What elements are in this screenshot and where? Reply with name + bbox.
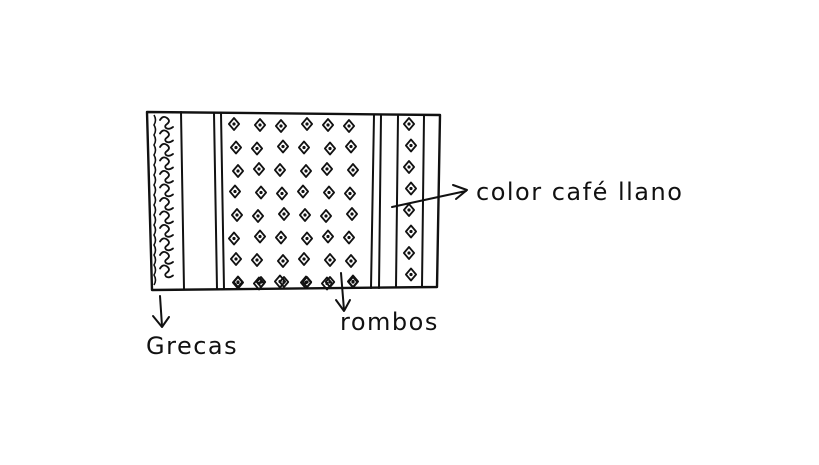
right-rombo-mark-dot: [409, 273, 412, 276]
rombo-mark-dot: [302, 257, 305, 260]
rombo-mark-dot: [347, 236, 350, 239]
rombo-mark-dot: [280, 192, 283, 195]
rombo-mark-dot: [328, 147, 331, 150]
rombo-mark-dot: [282, 280, 285, 283]
right-border-line-outer: [422, 116, 424, 287]
rombo-mark-dot: [325, 167, 328, 170]
rombo-mark-dot: [351, 280, 354, 283]
greca-mark: [160, 117, 173, 129]
rombo-mark-dot: [327, 191, 330, 194]
rombo-mark-dot: [255, 147, 258, 150]
greca-mark: [160, 130, 173, 142]
left-edge-wave: [154, 115, 156, 285]
left-border-line: [181, 112, 184, 289]
greca-mark: [160, 265, 173, 277]
rombo-mark-dot: [281, 259, 284, 262]
greca-mark: [160, 225, 173, 237]
rombos-label: rombos: [340, 308, 439, 336]
right-rombo-mark-dot: [407, 251, 410, 254]
rombo-mark-dot: [328, 258, 331, 261]
greca-mark: [160, 144, 173, 156]
rombo-mark-dot: [348, 192, 351, 195]
greca-mark: [160, 198, 173, 210]
rombo-mark-dot: [258, 123, 261, 126]
rombo-mark-dot: [258, 235, 261, 238]
right-rombo-mark-dot: [409, 230, 412, 233]
grecas-arrow: [153, 296, 169, 327]
rombo-mark-dot: [350, 212, 353, 215]
right-band-line: [379, 115, 381, 288]
greca-mark: [160, 157, 173, 169]
right-rombo-mark-dot: [407, 208, 410, 211]
rombo-mark-dot: [326, 235, 329, 238]
rombo-mark-dot: [233, 190, 236, 193]
rombo-mark-dot: [324, 214, 327, 217]
rombo-mark-dot: [256, 214, 259, 217]
rombo-mark-dot: [302, 146, 305, 149]
rombo-mark-dot: [234, 146, 237, 149]
rombo-mark-dot: [236, 280, 239, 283]
rombo-mark-dot: [347, 124, 350, 127]
rombo-mark-dot: [279, 236, 282, 239]
right-rombo-mark-dot: [407, 165, 410, 168]
rombo-mark-dot: [349, 145, 352, 148]
rombo-mark-dot: [232, 122, 235, 125]
rombo-mark-dot: [259, 191, 262, 194]
rombo-mark-dot: [232, 237, 235, 240]
rombo-mark-dot: [235, 213, 238, 216]
greca-mark: [160, 171, 173, 183]
greca-mark: [160, 184, 173, 196]
rombo-mark-dot: [282, 212, 285, 215]
rombo-mark-dot: [301, 190, 304, 193]
right-border-rombos: [404, 118, 416, 281]
greca-mark: [160, 211, 173, 223]
rombo-mark-dot: [259, 280, 262, 283]
rombo-mark-dot: [304, 169, 307, 172]
rombo-mark-dot: [305, 237, 308, 240]
rombo-mark-dot: [305, 280, 308, 283]
right-border-line: [396, 116, 398, 287]
grecas-label: Grecas: [146, 332, 238, 360]
greca-mark: [160, 252, 173, 264]
rombo-mark-dot: [303, 213, 306, 216]
rombo-mark-dot: [349, 259, 352, 262]
rombo-mark-dot: [326, 123, 329, 126]
right-rombo-mark-dot: [407, 122, 410, 125]
left-band-line-inner: [221, 113, 224, 289]
rombo-mark-dot: [281, 145, 284, 148]
right-rombo-mark-dot: [409, 144, 412, 147]
rombo-mark-dot: [279, 124, 282, 127]
rombo-mark-dot: [236, 169, 239, 172]
rombo-mark-dot: [278, 168, 281, 171]
color-cafe-label: color café llano: [476, 178, 683, 206]
rombo-mark-dot: [234, 257, 237, 260]
rombo-mark-dot: [255, 258, 258, 261]
right-band-line-inner: [371, 115, 374, 288]
rombo-mark-dot: [351, 168, 354, 171]
greca-mark: [160, 238, 173, 250]
grecas-pattern: [154, 115, 173, 285]
rombos-arrow: [336, 273, 350, 311]
rombo-mark-dot: [257, 167, 260, 170]
rombos-pattern: [229, 118, 358, 290]
color-cafe-arrow: [392, 185, 467, 207]
rombo-mark-dot: [328, 280, 331, 283]
left-band-line: [214, 113, 217, 289]
rombo-mark-dot: [305, 122, 308, 125]
right-rombo-mark-dot: [409, 187, 412, 190]
